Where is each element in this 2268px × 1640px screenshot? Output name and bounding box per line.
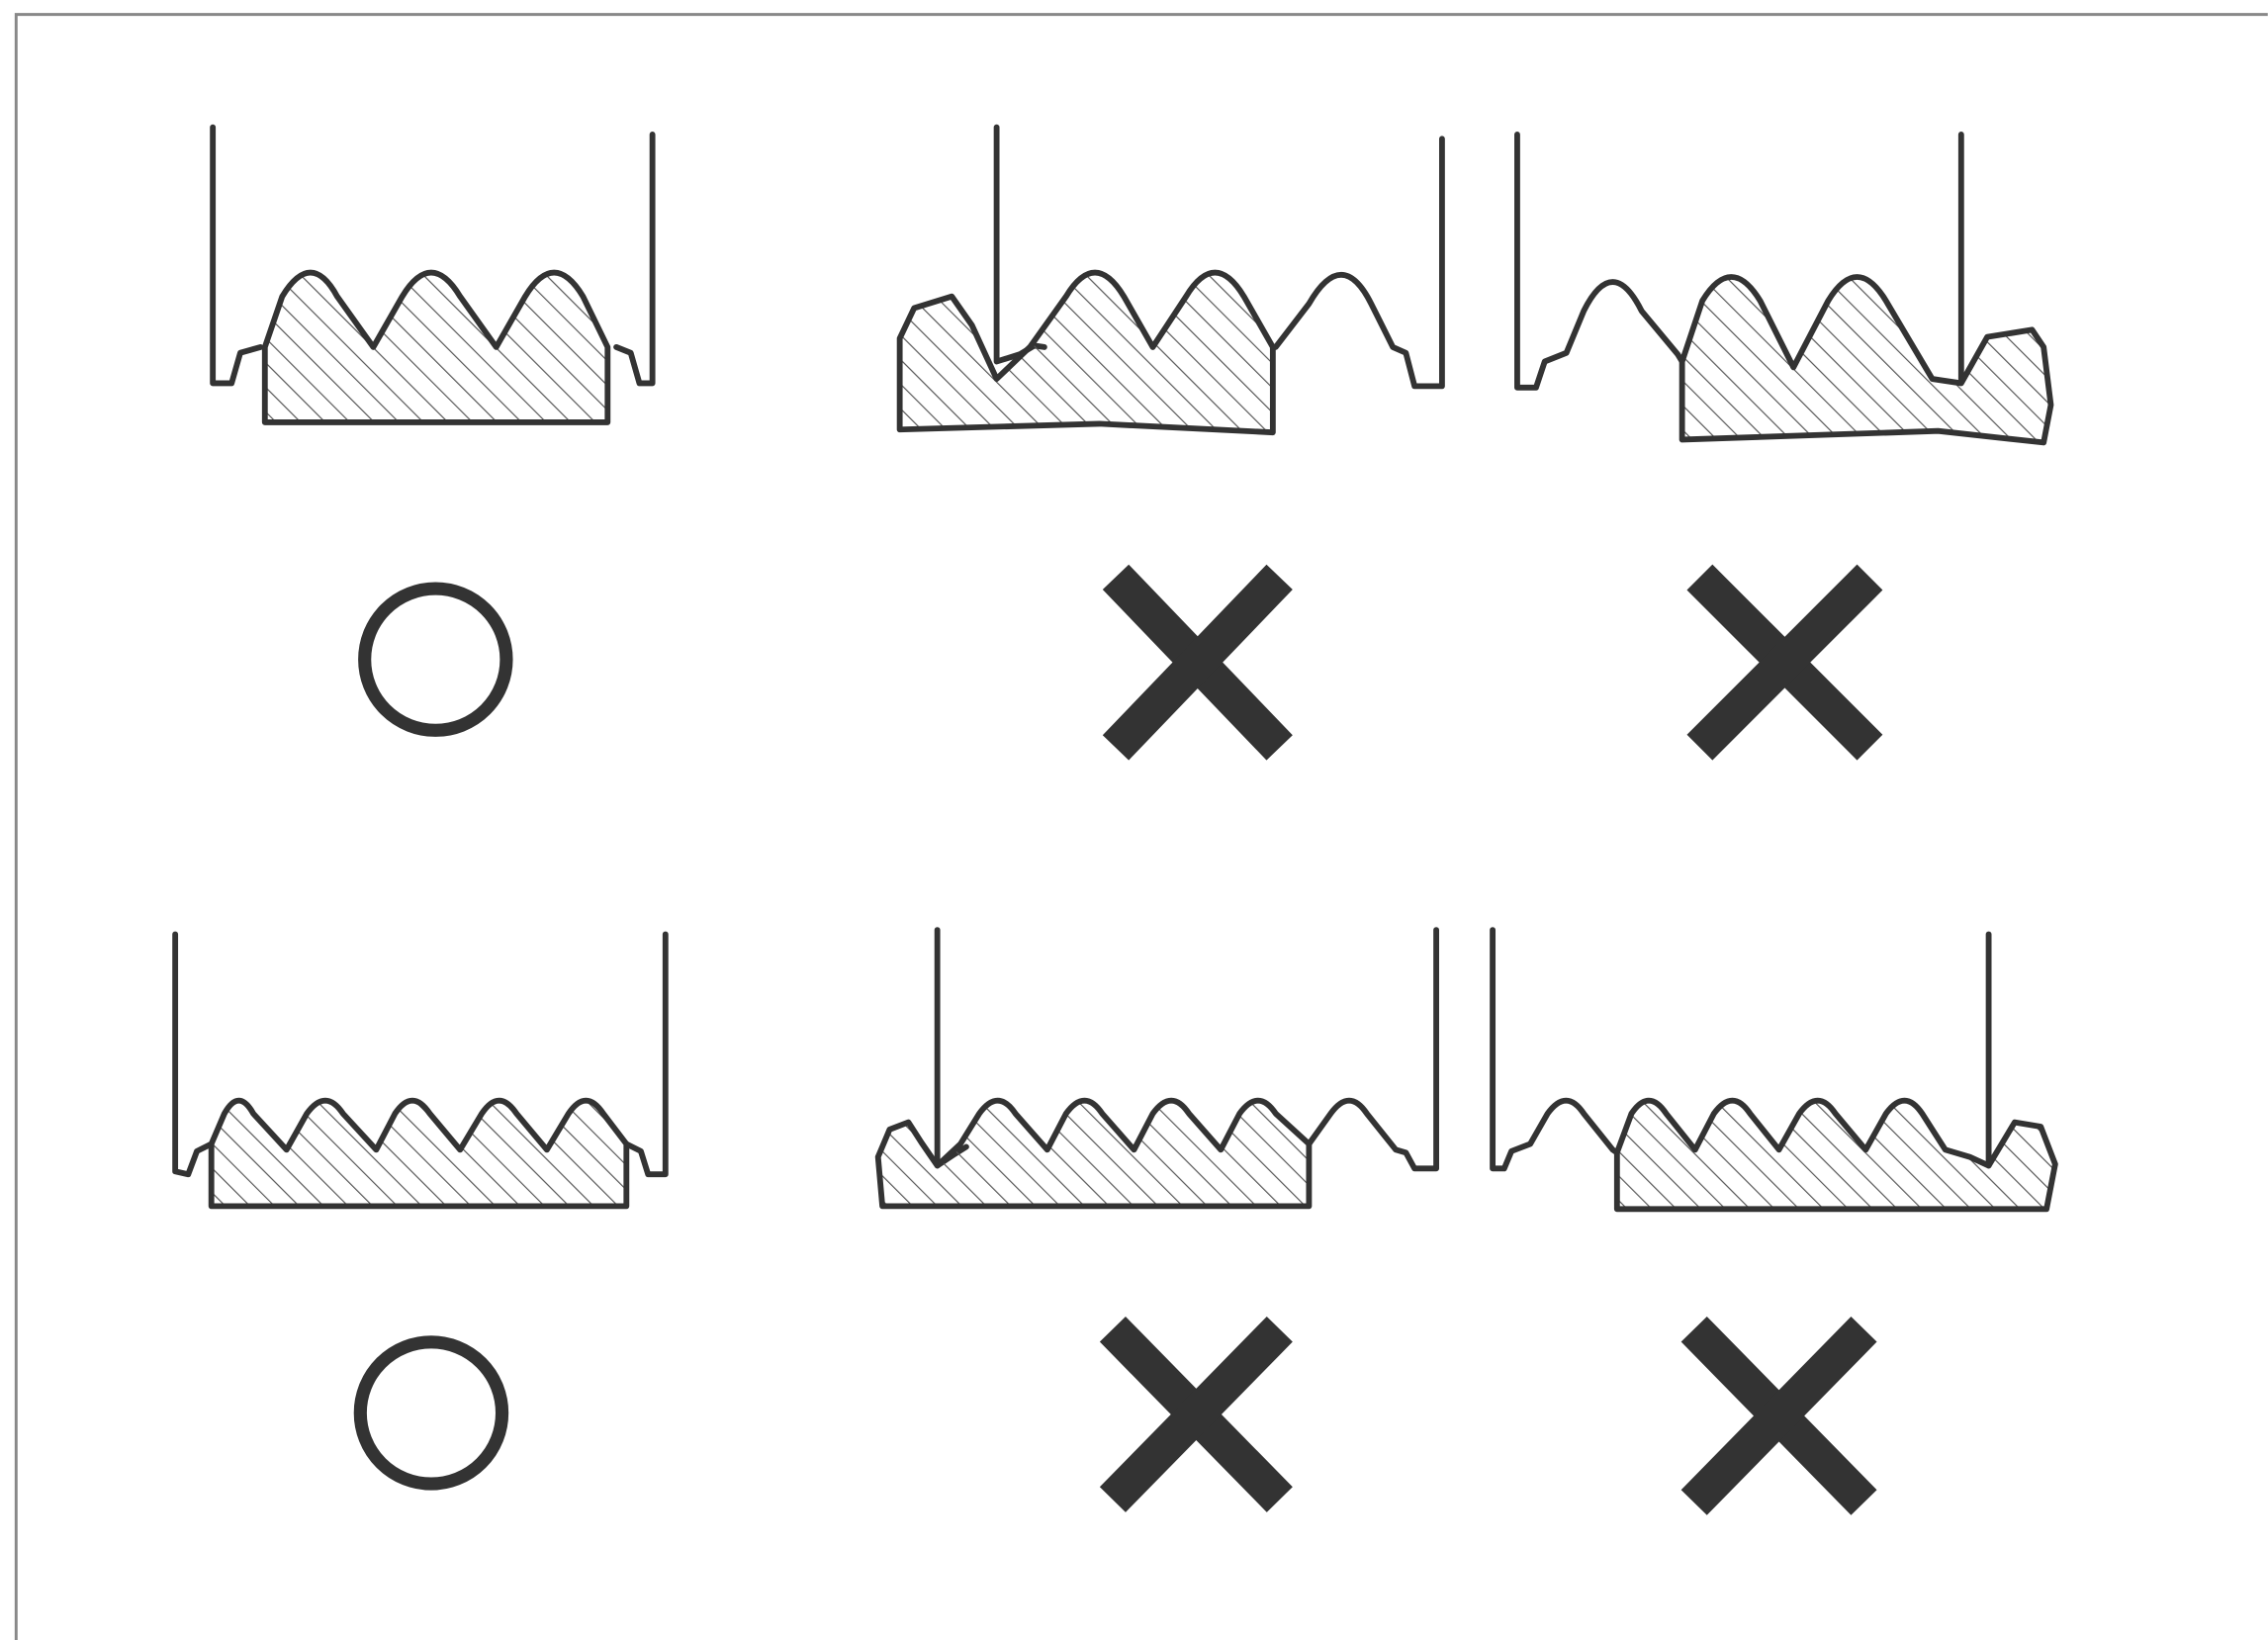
nut-profile	[1514, 132, 1685, 391]
circle-mark	[358, 582, 513, 737]
bolt-section	[261, 269, 611, 425]
nut-profile	[1272, 136, 1445, 390]
fine-thread-centered-drawing	[172, 931, 669, 1210]
nut-profile	[934, 927, 969, 1169]
cross-mark	[1099, 1316, 1293, 1512]
nut-profile	[1490, 927, 1620, 1172]
bolt-section	[208, 1097, 630, 1210]
figure-frame	[14, 13, 2268, 1640]
coarse-thread-centered-drawing	[210, 124, 656, 425]
nut-profile	[172, 931, 215, 1178]
bolt-section	[874, 1097, 1313, 1210]
nut-profile	[623, 931, 669, 1178]
bolt-section	[896, 269, 1276, 436]
bolt-section	[1678, 274, 2054, 446]
cross-mark	[1680, 1316, 1877, 1515]
bolt-section	[1613, 1097, 2058, 1213]
nut-profile	[613, 132, 656, 387]
fine-thread-offset-right-drawing	[1490, 927, 2058, 1213]
nut-profile	[210, 124, 264, 387]
nut-profile	[993, 124, 1047, 365]
coarse-thread-offset-left-drawing	[896, 124, 1445, 436]
cross-mark	[1102, 564, 1293, 761]
cross-mark	[1686, 564, 1883, 761]
coarse-thread-offset-right-drawing	[1514, 132, 2054, 446]
circle-mark	[353, 1335, 509, 1491]
nut-profile	[1306, 927, 1439, 1172]
fine-thread-offset-left-drawing	[874, 927, 1439, 1210]
